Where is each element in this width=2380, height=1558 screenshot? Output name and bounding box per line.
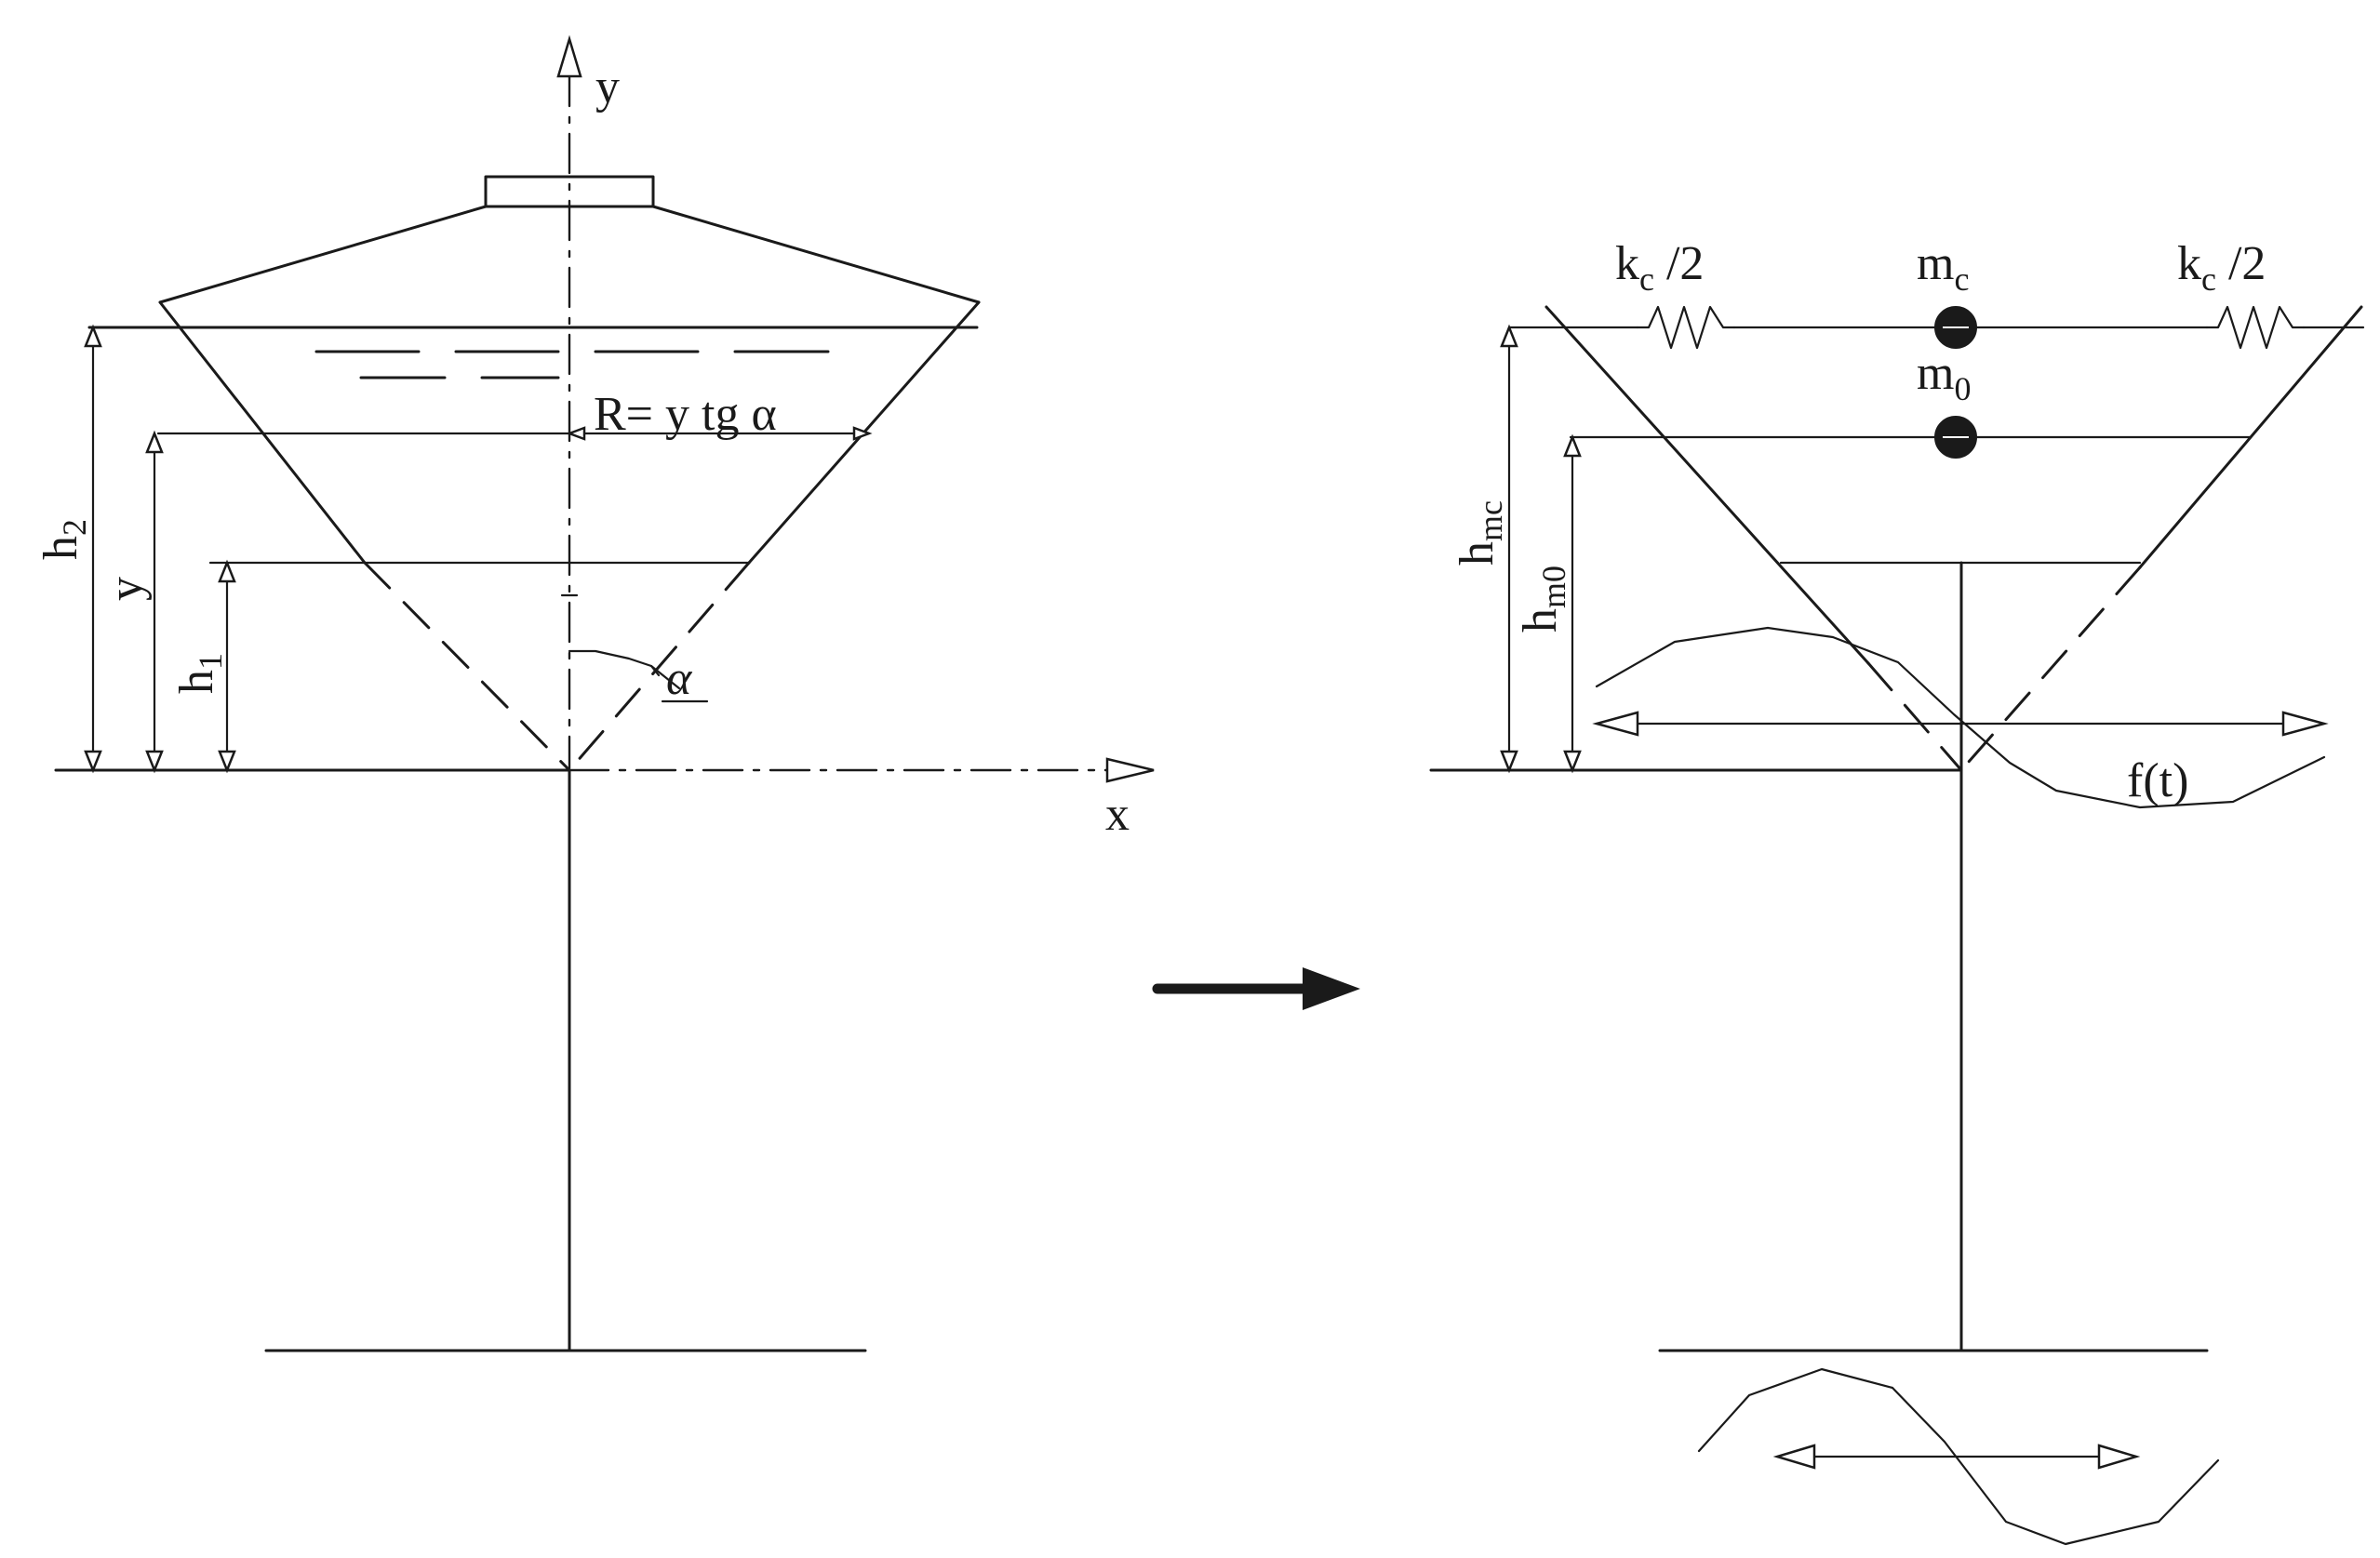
radius-arrow-start [566,426,586,441]
dimension-h2-label: h2 [34,519,93,560]
dimension-h2-arrow-bottom [84,750,102,774]
dimension-h2-arrow-top [84,324,102,348]
base-excitation-wave [1697,1367,2220,1546]
cone-wall-left-dashed [363,561,571,772]
dimension-hmc-arrow-bottom [1500,750,1518,774]
transition-arrow-head [1303,967,1360,1010]
mass-0-label: m0 [1917,347,1971,407]
angle-label: α [666,652,693,705]
left-diagram: y x R= y tg α α [34,34,1155,1352]
radius-arrow-end [852,426,873,441]
x-axis-label: x [1105,788,1130,841]
dimension-hmc-label: hmc [1451,500,1509,566]
spring-left [1636,305,1736,350]
radius-label: R= y tg α [594,388,777,441]
spring-left-label: kc /2 [1615,237,1704,298]
spring-right [2205,305,2306,350]
dimension-y-arrow-bottom [145,750,164,774]
upper-excitation-wave [1595,626,2326,809]
mass-c-label: mc [1917,237,1969,298]
dimension-hm0-arrow-bottom [1563,750,1582,774]
upper-excitation-arrow-left [1592,711,1639,737]
spring-right-label: kc /2 [2177,237,2266,298]
angle-arc [568,649,661,677]
dimension-y-label: y [100,577,153,601]
upper-excitation-arrow-right [2281,711,2329,737]
dimension-h1-label: h1 [170,653,229,694]
y-axis-arrow [556,34,582,78]
roof-right [651,205,981,304]
angle-leader [649,664,681,690]
excitation-label: f(t) [2127,754,2188,807]
base-excitation-arrow-left [1772,1444,1816,1470]
dimension-hmc-arrow-top [1500,324,1518,348]
cone-wall-right-dashed [568,561,751,772]
cone-wall-right-dashed-right-diagram [1959,566,2142,772]
dimension-hm0-label: hm0 [1514,566,1572,633]
dimension-h1-arrow-top [218,559,236,583]
dimension-hm0-arrow-top [1563,433,1582,458]
cone-wall-left-right-diagram [1544,305,1870,665]
cone-wall-left-dashed-right-diagram [1866,661,1963,772]
x-axis-arrow [1105,757,1155,783]
base-excitation-arrow-right [2097,1444,2141,1470]
dimension-h1-arrow-bottom [218,750,236,774]
roof-left [158,205,488,304]
right-diagram: kc /2 kc /2 mc m0 hmc hm0 f(t) [1429,237,2365,1546]
roof-hatch [484,175,655,208]
transition-arrow [1152,967,1360,1010]
y-axis-label: y [595,60,620,113]
dimension-y-arrow-top [145,430,164,454]
